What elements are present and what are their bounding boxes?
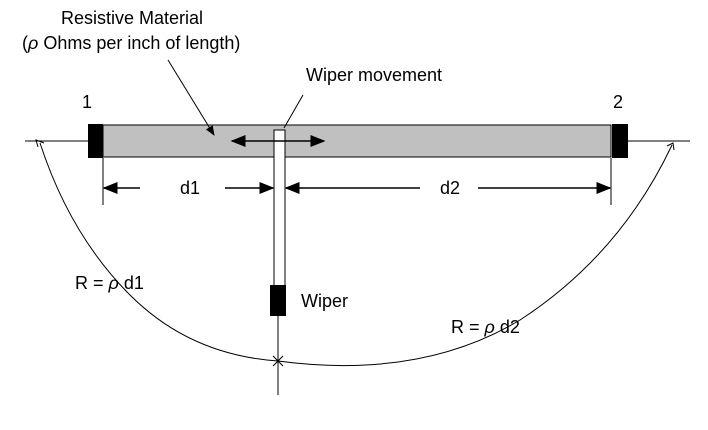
resistive-material-label: Resistive Material [61,8,203,28]
r-d2-suffix: d2 [495,317,520,337]
r-d1-formula: R = ρ d1 [75,273,144,293]
d2-label: d2 [440,178,460,198]
wiper-block [270,285,286,316]
resistivity-units: Ohms per inch of length) [38,33,240,53]
terminal-1-label: 1 [82,92,92,112]
r-d1-rho: ρ [108,273,119,293]
wiper-shaft [273,129,286,289]
r-d1-suffix: d1 [119,273,144,293]
wiper-junction-mark [272,355,284,367]
r-d2-rho: ρ [484,317,495,337]
wiper-movement-pointer [283,94,304,129]
r-d2-formula: R = ρ d2 [451,317,520,337]
arc-r-d1 [39,142,279,362]
wiper-label: Wiper [301,291,348,311]
rho-symbol: ρ [27,33,38,53]
r-d1-prefix: R = [75,273,109,293]
terminal-block-1 [88,124,103,158]
resistivity-label: (ρ Ohms per inch of length) [22,33,240,53]
resistive-bar [102,124,612,158]
arc-r-d2 [277,144,673,367]
resistive-material-pointer [167,59,215,136]
arc-r-d1-arrow [35,139,45,148]
r-d2-prefix: R = [451,317,485,337]
d1-label: d1 [180,178,200,198]
resistivity-open-paren: ( [22,33,28,53]
arc-r-d2-arrow [666,142,675,151]
terminal-block-2 [612,124,628,158]
terminal-2-label: 2 [613,92,623,112]
wiper-movement-label: Wiper movement [306,65,442,85]
